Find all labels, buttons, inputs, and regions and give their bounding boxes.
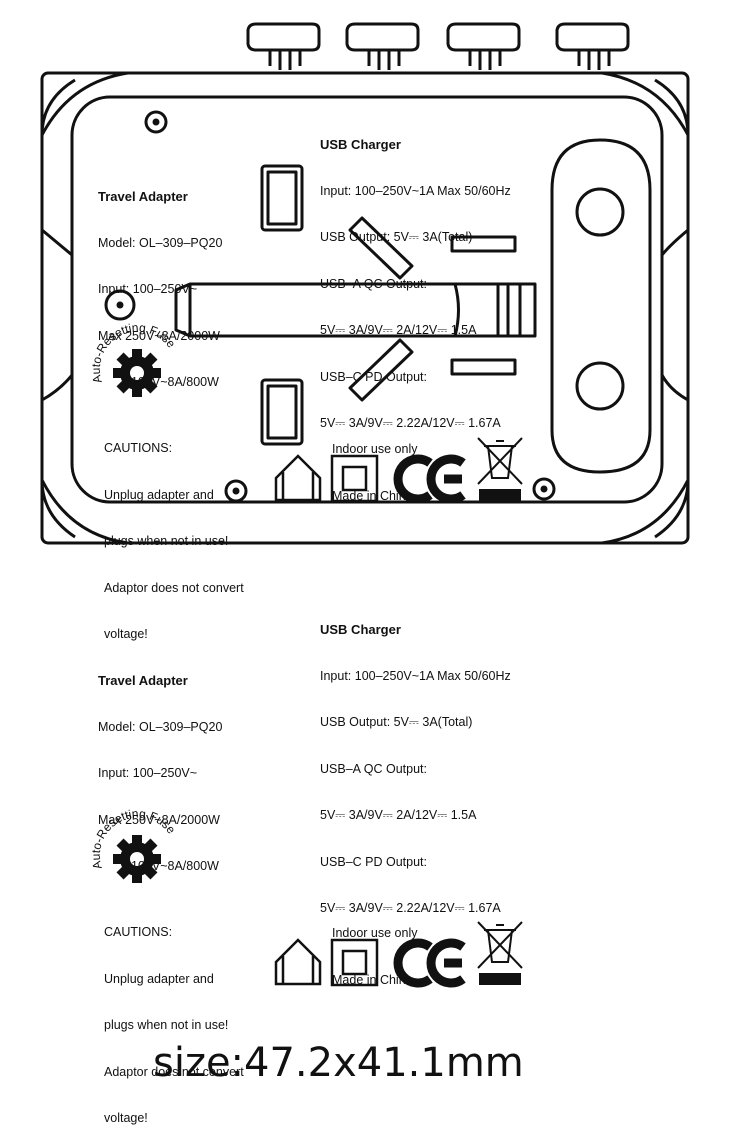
ce-mark-icon [393, 938, 466, 988]
pin-knob-2 [345, 22, 420, 70]
travel-adapter-block: Travel Adapter Model: OL–309–PQ20 Input:… [98, 642, 222, 890]
travel-adapter-title: Travel Adapter [98, 673, 188, 688]
adapter-drawing: Auto-Resetting Fuse Auto-Resetting Fuse [40, 22, 690, 988]
travel-adapter-line: Max 250V~8A/2000W [98, 812, 220, 827]
usb-charger-line: 5V⎓ 3A/9V⎓ 2A/12V⎓ 1.5A [320, 808, 477, 822]
cautions-line: voltage! [104, 627, 148, 641]
indoor-line: Indoor use only [332, 926, 418, 940]
gear-icon [113, 349, 161, 397]
usb-charger-line: USB–A QC Output: [320, 276, 427, 291]
usb-charger-block: USB Charger Input: 100–250V~1A Max 50/60… [320, 591, 511, 932]
pin-knob-1 [246, 22, 321, 70]
gear-icon [113, 835, 161, 883]
double-insulation-icon [330, 454, 379, 503]
indoor-line: Made in China [332, 972, 413, 987]
usb-charger-line: 5V⎓ 3A/9V⎓ 2.22A/12V⎓ 1.67A [320, 416, 501, 430]
travel-adapter-line: Input: 100–250V~ [98, 766, 198, 780]
indoor-block: Indoor use only Made in China [332, 411, 417, 520]
indoor-block: Indoor use only Made in China [332, 895, 417, 1004]
usb-charger-line: Input: 100–250V~1A Max 50/60Hz [320, 183, 511, 198]
cautions-line: Adaptor does not convert [104, 580, 244, 595]
usb-charger-line: USB–C PD Output: [320, 854, 427, 869]
travel-adapter-line: Model: OL–309–PQ20 [98, 235, 223, 250]
usb-charger-line: 5V⎓ 3A/9V⎓ 2.22A/12V⎓ 1.67A [320, 901, 501, 915]
travel-adapter-line: Input: 100–250V~ [98, 282, 198, 296]
usb-charger-line: 5V⎓ 3A/9V⎓ 2A/12V⎓ 1.5A [320, 323, 477, 337]
double-insulation-icon [330, 938, 379, 987]
pin-knob-3 [446, 22, 521, 70]
usb-charger-line: USB Output: 5V⎓ 3A(Total) [320, 715, 473, 729]
cautions-line: plugs when not in use! [104, 1018, 229, 1032]
travel-adapter-line: Max 250V~8A/2000W [98, 328, 220, 343]
housing-outer [40, 71, 690, 545]
cautions-line: plugs when not in use! [104, 534, 229, 548]
weee-bin-icon [477, 437, 523, 501]
cautions-block: CAUTIONS: Unplug adapter and plugs when … [104, 894, 244, 1142]
euro-socket [550, 138, 652, 474]
ce-mark-icon [393, 454, 466, 504]
house-icon [274, 938, 322, 986]
usb-charger-line: USB Output: 5V⎓ 3A(Total) [320, 230, 473, 244]
house-icon [274, 454, 322, 502]
travel-adapter-line: 100V~8A/800W [131, 859, 219, 873]
indoor-line: Indoor use only [332, 442, 418, 456]
usb-charger-line: Input: 100–250V~1A Max 50/60Hz [320, 668, 511, 683]
cautions-line: Unplug adapter and [104, 971, 214, 986]
cautions-line: CAUTIONS: [104, 441, 173, 455]
travel-adapter-block: Travel Adapter Model: OL–309–PQ20 Input:… [98, 158, 222, 406]
usb-charger-title: USB Charger [320, 622, 401, 637]
usb-charger-block: USB Charger Input: 100–250V~1A Max 50/60… [320, 106, 511, 447]
pin-knob-4 [555, 22, 630, 70]
size-caption: size:47.2x41.1mm [153, 1040, 524, 1086]
indoor-line: Made in China [332, 488, 413, 503]
weee-bin-icon [477, 921, 523, 985]
cautions-line: voltage! [104, 1111, 148, 1125]
travel-adapter-line: Model: OL–309–PQ20 [98, 719, 223, 734]
usb-charger-title: USB Charger [320, 137, 401, 152]
usb-charger-line: USB–A QC Output: [320, 761, 427, 776]
travel-adapter-line: 100V~8A/800W [131, 375, 219, 389]
travel-adapter-title: Travel Adapter [98, 189, 188, 204]
usb-charger-line: USB–C PD Output: [320, 369, 427, 384]
cautions-line: CAUTIONS: [104, 925, 173, 939]
cautions-block: CAUTIONS: Unplug adapter and plugs when … [104, 410, 244, 658]
cautions-line: Adaptor does not convert [104, 1064, 244, 1079]
cautions-line: Unplug adapter and [104, 487, 214, 502]
